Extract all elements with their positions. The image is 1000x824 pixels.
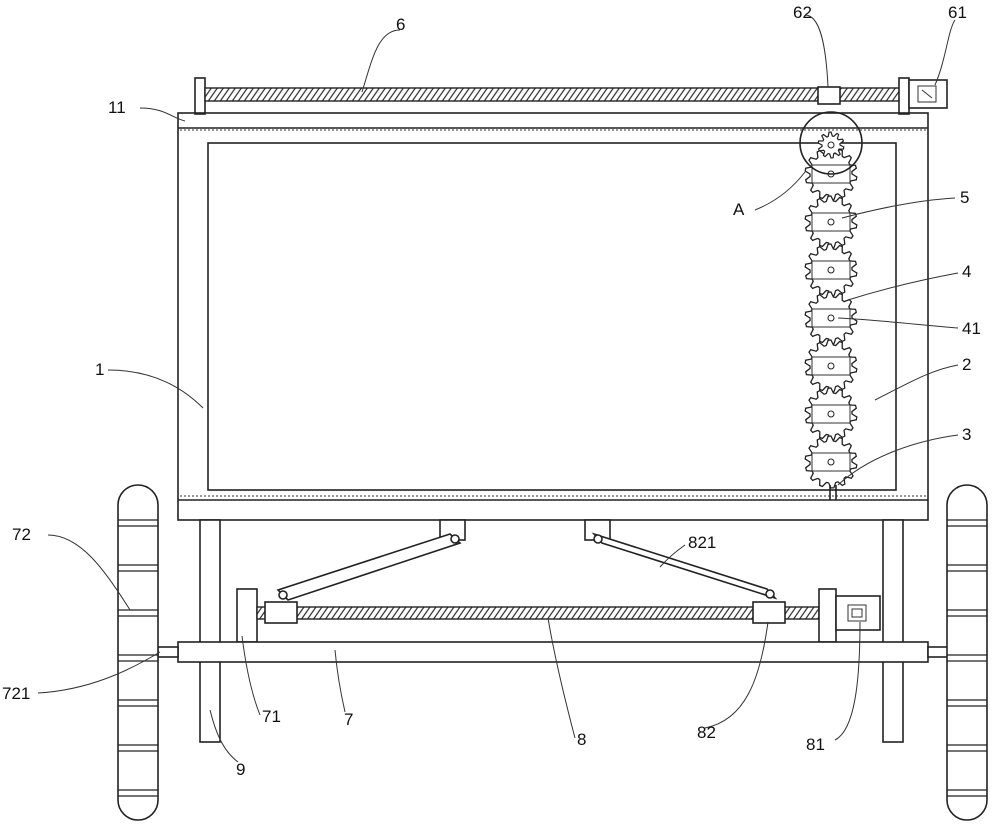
left-axle-stub-721 (157, 646, 179, 658)
support-legs (199, 519, 904, 743)
bottom-motor-81 (835, 595, 881, 631)
label-7: 7 (344, 710, 353, 729)
gear-column (804, 131, 858, 489)
label-81: 81 (806, 735, 825, 754)
top-motor (908, 79, 948, 109)
gear-6 (804, 387, 858, 441)
left-wheel-72 (117, 484, 159, 821)
label-4: 4 (962, 262, 971, 281)
small-gear-hub (827, 141, 835, 149)
top-motor-inner (917, 85, 937, 103)
right-wheel (946, 484, 988, 821)
gear-5 (804, 339, 858, 393)
label-61: 61 (948, 3, 967, 22)
frame-outer (177, 112, 929, 521)
right-axle-stub (927, 646, 949, 658)
label-62: 62 (793, 3, 812, 22)
label-82: 82 (697, 723, 716, 742)
label-11: 11 (108, 98, 126, 117)
label-5: 5 (960, 188, 969, 207)
right-slider-block-82 (752, 601, 786, 624)
linkage (276, 519, 778, 601)
label-6: 6 (396, 15, 405, 34)
label-8: 8 (577, 730, 586, 749)
right-link-arm-821 (591, 532, 778, 600)
left-bracket-71 (236, 588, 258, 643)
label-1: 1 (95, 360, 104, 379)
top-lead-screw (204, 87, 901, 102)
left-screw-support (194, 77, 206, 115)
gear-2 (804, 195, 858, 249)
right-bracket (818, 588, 837, 643)
screen-panel (207, 142, 897, 491)
left-link-arm (276, 533, 462, 601)
gear-4 (804, 291, 858, 345)
label-9: 9 (236, 760, 245, 779)
label-721: 721 (2, 684, 30, 703)
right-screw-support (898, 77, 910, 115)
gear-7 (804, 435, 858, 489)
label-72: 72 (12, 525, 31, 544)
leader-lines (37, 14, 959, 763)
bottom-lead-screw-8 (256, 606, 820, 620)
label-71: 71 (262, 707, 281, 726)
right-leg (882, 519, 904, 743)
top-lead-screw-assembly (194, 77, 948, 115)
bottom-lead-screw-assembly (236, 588, 881, 643)
detail-circle-a (799, 111, 863, 175)
label-821: 821 (688, 533, 716, 552)
label-a: A (733, 200, 745, 219)
left-slider-block (264, 601, 298, 624)
slider-nut (817, 86, 841, 105)
wheels (117, 484, 988, 821)
gear-3 (804, 243, 858, 297)
label-41: 41 (962, 319, 981, 338)
label-3: 3 (962, 425, 971, 444)
label-2: 2 (962, 355, 971, 374)
left-leg-9 (199, 519, 221, 743)
labels: 6 62 61 11 A 5 4 41 1 2 3 72 821 721 71 … (2, 3, 981, 779)
